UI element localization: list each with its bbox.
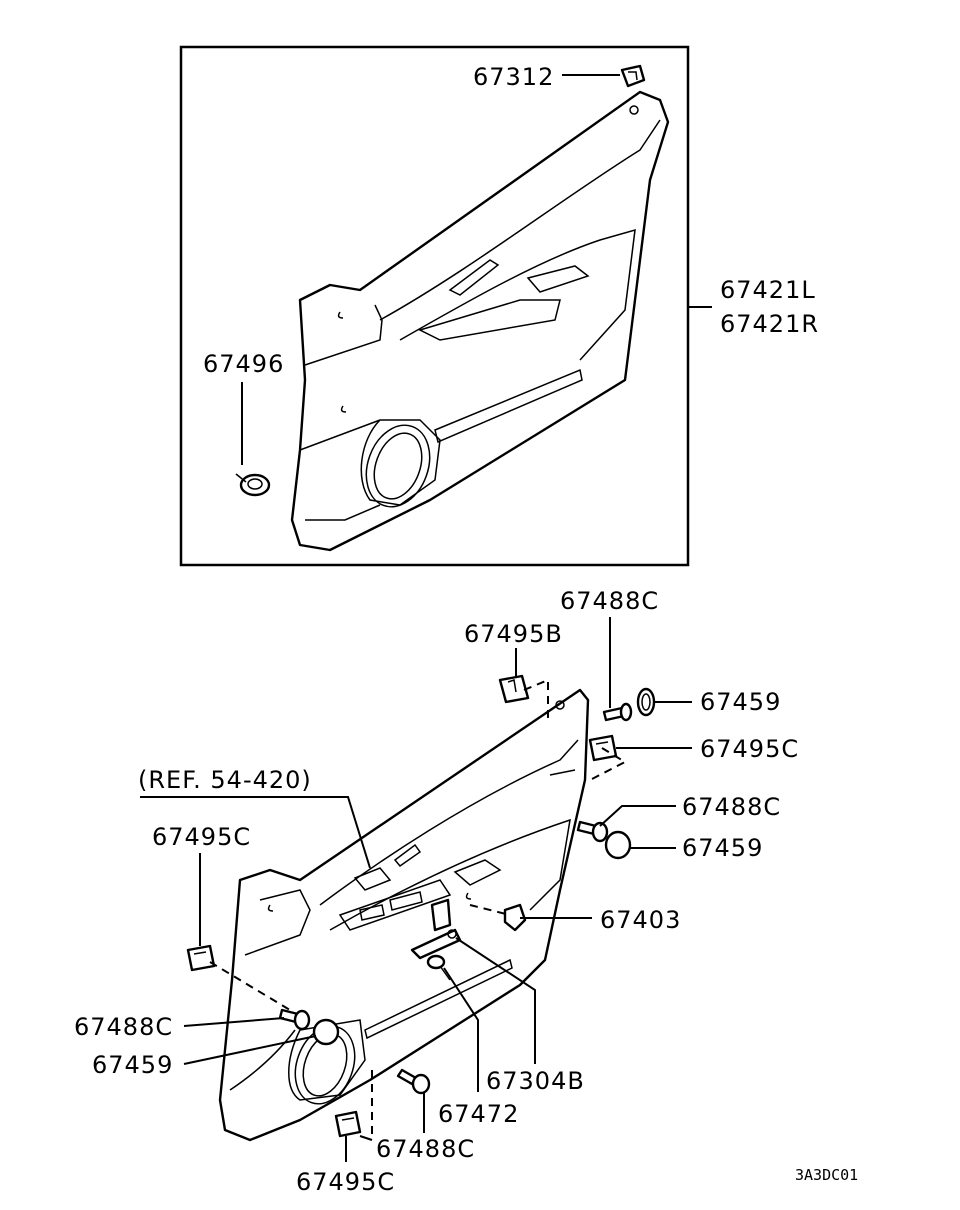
bracket-part: [410, 898, 462, 960]
clip-67495B-part: [498, 674, 530, 704]
label-pin: 67472: [438, 1100, 519, 1128]
pull-clip-part: [503, 903, 527, 932]
screw-bottom-part: [396, 1068, 431, 1095]
label-clip-right: 67495C: [700, 735, 799, 763]
label-trim-panel-r: 67421R: [720, 310, 819, 338]
diagram-code: 3A3DC01: [795, 1166, 858, 1184]
washer-top-part: [636, 687, 656, 717]
label-pull-clip: 67403: [600, 906, 681, 934]
label-screw-top: 67488C: [560, 587, 659, 615]
label-washer-mid: 67459: [682, 834, 763, 862]
door-trim-panel-top: [290, 90, 670, 552]
screw-lower-left-part: [278, 1008, 311, 1031]
label-washer-lower-left: 67459: [92, 1051, 173, 1079]
label-bracket: 67304B: [486, 1067, 585, 1095]
door-trim-panel-exploded: [218, 688, 590, 1142]
label-screw-lower-left: 67488C: [74, 1013, 173, 1041]
label-top-fastener: 67496: [203, 350, 284, 378]
clip-67312-part: [620, 64, 646, 88]
clip-left-part: [186, 944, 216, 972]
washer-mid-part: [604, 830, 632, 860]
label-trim-panel-l: 67421L: [720, 276, 816, 304]
label-screw-bottom: 67488C: [376, 1135, 475, 1163]
label-screw-mid: 67488C: [682, 793, 781, 821]
label-clip-top: 67495B: [464, 620, 563, 648]
label-washer-top: 67459: [700, 688, 781, 716]
washer-lower-left-part: [312, 1018, 340, 1046]
pin-part: [426, 954, 451, 981]
label-reference: (REF. 54-420): [138, 766, 312, 794]
fastener-67496-part: [235, 382, 271, 497]
screw-top-part: [602, 702, 633, 722]
label-top-clip: 67312: [473, 63, 554, 91]
clip-bottom-part: [334, 1110, 362, 1138]
label-clip-bottom: 67495C: [296, 1168, 395, 1196]
screw-mid-part: [576, 820, 609, 843]
label-clip-left: 67495C: [152, 823, 251, 851]
